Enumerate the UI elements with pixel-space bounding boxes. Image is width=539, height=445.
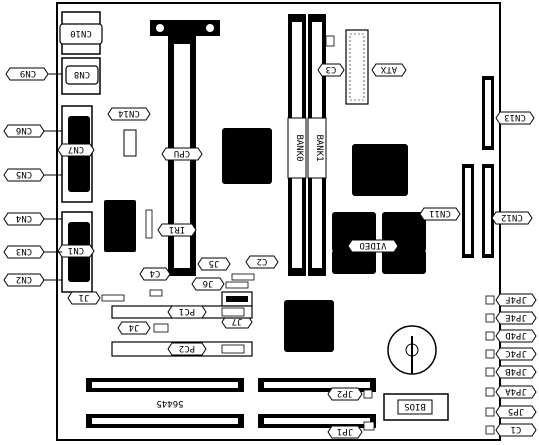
- isa-slots: 56445: [86, 378, 376, 428]
- ir1-label: IR1: [169, 224, 185, 234]
- cn3-callout: CN3: [3, 245, 62, 259]
- cn13-connector: CN13: [482, 76, 535, 150]
- j6-jumper: J6: [191, 277, 249, 291]
- jp4b-jumper: JP4B: [485, 365, 537, 379]
- jp2-label: JP2: [337, 388, 353, 398]
- pc2-slot: PC2: [111, 341, 253, 357]
- j4-jumper: J4: [117, 321, 169, 335]
- cn6-callout: CN6: [3, 124, 62, 138]
- atx-connector: ATX: [345, 29, 407, 105]
- cn1-connector: CN1: [57, 211, 95, 293]
- jp5-label: JP5: [508, 406, 524, 416]
- j6-label: J6: [203, 278, 214, 288]
- cn2-callout: CN2: [3, 273, 62, 287]
- cn9-callout: CN9: [5, 67, 62, 81]
- cn5-label: CN5: [16, 169, 32, 179]
- cn2-label: CN2: [16, 274, 32, 284]
- c3-callout: C3: [317, 35, 345, 77]
- jp4f-jumper: JP4F: [485, 293, 537, 307]
- chip-lower: [284, 300, 334, 352]
- cn4-label: CN4: [16, 213, 32, 223]
- cn11-label: CN11: [429, 208, 451, 218]
- jp5-jumper: JP5: [485, 405, 537, 419]
- cn6-label: CN6: [16, 125, 32, 135]
- jp4e-jumper: JP4E: [485, 311, 537, 325]
- chip-right: [352, 144, 408, 196]
- jp4a-label: JP4A: [505, 386, 527, 396]
- jp4c-label: JP4C: [505, 348, 527, 358]
- j7-label: J7: [232, 316, 243, 326]
- c2-callout: C2: [245, 255, 279, 269]
- atx-label: ATX: [380, 64, 397, 74]
- jp4b-label: JP4B: [505, 366, 527, 376]
- video-chipset: VIDEO: [332, 212, 426, 274]
- j7-jumper: J7: [221, 291, 253, 329]
- jp4a-jumper: JP4A: [485, 385, 537, 399]
- c1-callout: C1: [485, 423, 537, 437]
- memory-bank-1: BANK1: [307, 14, 327, 276]
- j1-jumper: J1: [67, 291, 125, 305]
- bios-label: BIOS: [404, 401, 426, 411]
- jp4c-jumper: JP4C: [485, 347, 537, 361]
- jp2-jumper: JP2: [327, 387, 373, 401]
- bank1-label: BANK1: [314, 134, 324, 161]
- jp4e-label: JP4E: [505, 312, 527, 322]
- jp1-label: JP1: [337, 426, 353, 436]
- battery: [387, 325, 437, 375]
- j5-jumper: J5: [197, 257, 255, 281]
- cn12-connector: CN12: [482, 164, 533, 258]
- cpu-label: CPU: [174, 148, 190, 158]
- jp4f-label: JP4F: [505, 294, 527, 304]
- j1-label: J1: [79, 292, 90, 302]
- cn11-connector: CN11: [419, 164, 474, 258]
- c3-label: C3: [326, 64, 337, 74]
- c4-label: C4: [150, 268, 161, 278]
- c4-callout: C4: [139, 267, 171, 297]
- bios-chip: BIOS: [383, 393, 449, 421]
- cn10-label: CN10: [70, 28, 92, 38]
- jp4d-jumper: JP4D: [485, 329, 537, 343]
- cn10-connector: CN10: [59, 11, 103, 55]
- cpu-slot: CPU: [150, 20, 220, 276]
- memory-bank-0: BANK0: [287, 14, 307, 276]
- cn8-label: CN8: [74, 69, 90, 79]
- chip-left: [104, 200, 136, 252]
- jp1-jumper: JP1: [327, 421, 375, 439]
- jp4d-label: JP4D: [505, 330, 527, 340]
- ir1-connector: IR1: [145, 209, 197, 239]
- cn13-label: CN13: [504, 112, 526, 122]
- c2-label: C2: [257, 256, 268, 266]
- cn7-callout: CN7: [57, 143, 95, 157]
- j5-label: J5: [209, 258, 220, 268]
- cn9-label: CN9: [20, 68, 36, 78]
- pc1-slot: PC1: [111, 305, 253, 319]
- cn4-callout: CN4: [3, 212, 62, 226]
- video-label: VIDEO: [359, 240, 386, 250]
- j4-label: J4: [129, 322, 140, 332]
- cn14-label: CN14: [118, 108, 140, 118]
- bank0-label: BANK0: [294, 134, 304, 161]
- cn7-label: CN7: [68, 144, 84, 154]
- cn14-connector: CN14: [107, 107, 151, 157]
- cn3-label: CN3: [16, 246, 32, 256]
- silk-code: 56445: [156, 398, 183, 408]
- pc2-label: PC2: [179, 343, 195, 353]
- pc1-label: PC1: [179, 306, 195, 316]
- cn8-connector: CN8: [61, 57, 101, 95]
- c1-label: C1: [511, 424, 522, 434]
- chip-center: [222, 128, 272, 184]
- cn12-label: CN12: [501, 212, 523, 222]
- cn5-callout: CN5: [3, 168, 62, 182]
- cn1-label: CN1: [68, 245, 84, 255]
